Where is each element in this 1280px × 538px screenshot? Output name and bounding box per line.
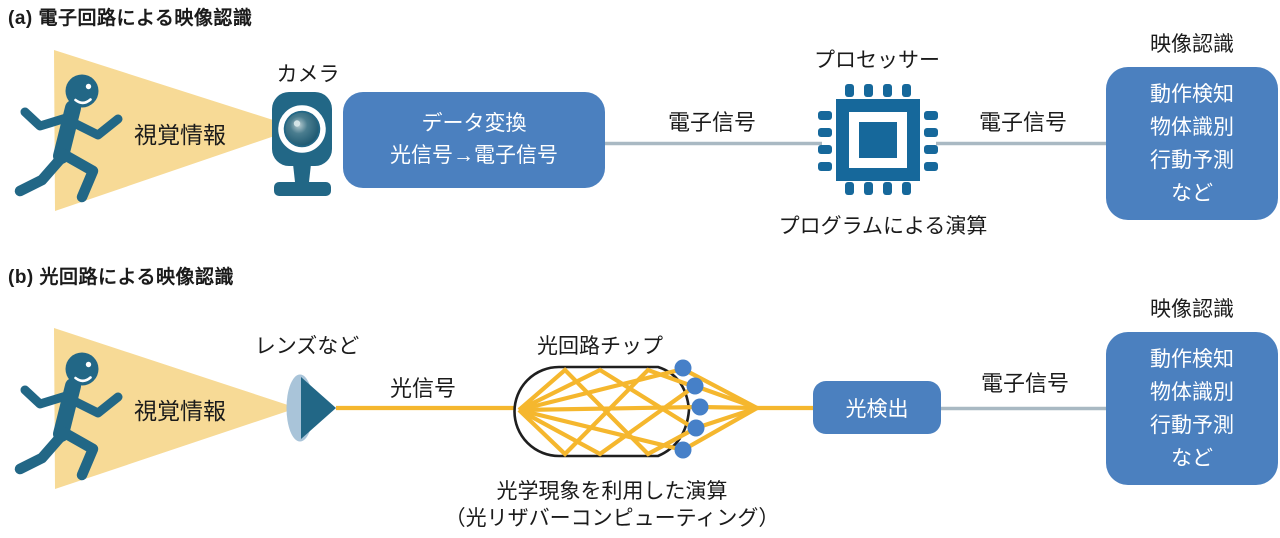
vision-beam-a	[54, 50, 298, 211]
detector-box-label: 光検出	[845, 397, 909, 421]
visual-info-label-a: 視覚情報	[134, 122, 226, 148]
optical-scatter-lines	[517, 366, 814, 457]
processor-icon	[818, 84, 938, 195]
recognition-box-a: 動作検知 物体識別 行動予測 など	[1106, 67, 1278, 220]
recognition-box-b-line3: 行動予測	[1150, 413, 1234, 437]
recognition-box-b-line2: 物体識別	[1150, 380, 1234, 404]
recognition-box-a-line2: 物体識別	[1150, 115, 1234, 139]
chip-label: 光回路チップ	[537, 335, 663, 358]
conversion-box-line1: データ変換	[421, 112, 527, 135]
chip-output-dots	[674, 359, 709, 459]
visual-info-label-b: 視覚情報	[134, 398, 226, 424]
camera-label: カメラ	[276, 63, 340, 86]
chip-caption-line1: 光学現象を利用した演算	[496, 480, 728, 503]
section-a-title: (a) 電子回路による映像認識	[8, 8, 253, 29]
processor-label: プロセッサー	[814, 49, 940, 72]
electronic-signal-label-a2: 電子信号	[978, 110, 1067, 135]
recognition-box-a-line3: 行動予測	[1150, 148, 1234, 172]
section-b-title: (b) 光回路による映像認識	[8, 267, 234, 288]
recognition-box-a-line4: など	[1171, 181, 1213, 205]
lens-icon	[286, 374, 336, 442]
electronic-signal-label-b: 電子信号	[980, 371, 1069, 396]
recognition-label-a: 映像認識	[1150, 33, 1234, 56]
optical-signal-label: 光信号	[389, 376, 456, 401]
vision-beam-b	[54, 328, 297, 489]
lens-label: レンズなど	[254, 335, 360, 358]
recognition-label-b: 映像認識	[1150, 298, 1234, 321]
recognition-box-b-line4: など	[1171, 446, 1213, 470]
chip-caption-line2: （光リザバーコンピューティング）	[444, 507, 780, 530]
detector-box: 光検出	[813, 381, 941, 434]
recognition-box-a-line1: 動作検知	[1150, 82, 1234, 106]
recognition-box-b-line1: 動作検知	[1150, 347, 1234, 371]
recognition-box-b: 動作検知 物体識別 行動予測 など	[1106, 332, 1278, 485]
electronic-signal-label-a1: 電子信号	[667, 110, 756, 135]
camera-icon	[272, 92, 332, 196]
conversion-box-line2: 光信号→電子信号	[390, 144, 558, 167]
processor-caption: プログラムによる演算	[778, 215, 988, 238]
conversion-box: データ変換 光信号→電子信号	[343, 92, 605, 188]
